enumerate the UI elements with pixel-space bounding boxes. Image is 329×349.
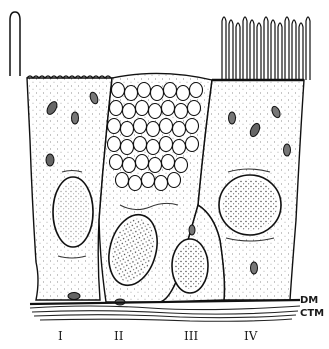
secretory-granule (123, 158, 136, 173)
secretory-granule (149, 104, 162, 119)
secretory-granule (147, 140, 160, 155)
secretory-granule (173, 122, 186, 137)
secretory-granule (164, 83, 177, 98)
cell-i-mitochondrion (72, 112, 79, 124)
cell-label-i: I (58, 330, 63, 342)
cell-label-iv: IV (244, 330, 257, 342)
secretory-granule (116, 173, 129, 188)
secretory-granule (160, 137, 173, 152)
cell-label-iii: III (184, 330, 198, 342)
secretory-granule (160, 119, 173, 134)
cell-label-ii: II (114, 330, 123, 342)
secretory-granule (155, 176, 168, 191)
cilium (236, 23, 240, 80)
cell-i-apical-border (27, 76, 111, 78)
layer-label-ctm: CTM (300, 309, 324, 319)
cilium (243, 17, 247, 80)
cell-i-cilium (10, 12, 20, 76)
secretory-granule (136, 101, 149, 116)
secretory-granule (173, 140, 186, 155)
secretory-granule (129, 176, 142, 191)
cilium (285, 17, 289, 80)
cilium (264, 17, 268, 80)
secretory-granule (123, 104, 136, 119)
cell-iii-mitochondrion (189, 225, 195, 235)
secretory-granule (190, 83, 203, 98)
cell-iv-mitochondrion (251, 262, 258, 274)
secretory-granule (147, 122, 160, 137)
secretory-granule (142, 173, 155, 188)
secretory-granule (175, 158, 188, 173)
cell-iv-mitochondrion (284, 144, 291, 156)
cilium (278, 23, 282, 80)
layer-label-dm: DM (300, 296, 318, 306)
secretory-granule (112, 83, 125, 98)
cilium (250, 20, 254, 80)
basement-layers (30, 300, 300, 321)
secretory-granule (108, 137, 121, 152)
cell-iv-cilia (222, 17, 310, 80)
cilium (299, 23, 303, 80)
cilium (222, 17, 226, 80)
cilium (257, 23, 261, 80)
secretory-granule (110, 101, 123, 116)
secretory-granule (168, 173, 181, 188)
secretory-granule (188, 101, 201, 116)
secretory-granule (151, 86, 164, 101)
cilium (306, 17, 310, 80)
cell-i (10, 12, 112, 300)
secretory-granule (186, 137, 199, 152)
secretory-granule (125, 86, 138, 101)
cilium (292, 20, 296, 80)
cilium (271, 20, 275, 80)
secretory-granule (136, 155, 149, 170)
secretory-granule (121, 122, 134, 137)
secretory-granule (138, 83, 151, 98)
cell-i-mitochondrion (46, 154, 54, 166)
secretory-granule (162, 155, 175, 170)
secretory-granule (108, 119, 121, 134)
cilium (229, 20, 233, 80)
secretory-granule (121, 140, 134, 155)
connective-tissue (30, 306, 300, 321)
cell-iv-mitochondrion (229, 112, 236, 124)
secretory-granule (134, 137, 147, 152)
secretory-granule (177, 86, 190, 101)
secretory-granule (149, 158, 162, 173)
secretory-granule (162, 101, 175, 116)
cell-i-mitochondrion (68, 293, 80, 300)
secretory-granule (110, 155, 123, 170)
secretory-granule (186, 119, 199, 134)
secretory-granule (175, 104, 188, 119)
secretory-granule (134, 119, 147, 134)
